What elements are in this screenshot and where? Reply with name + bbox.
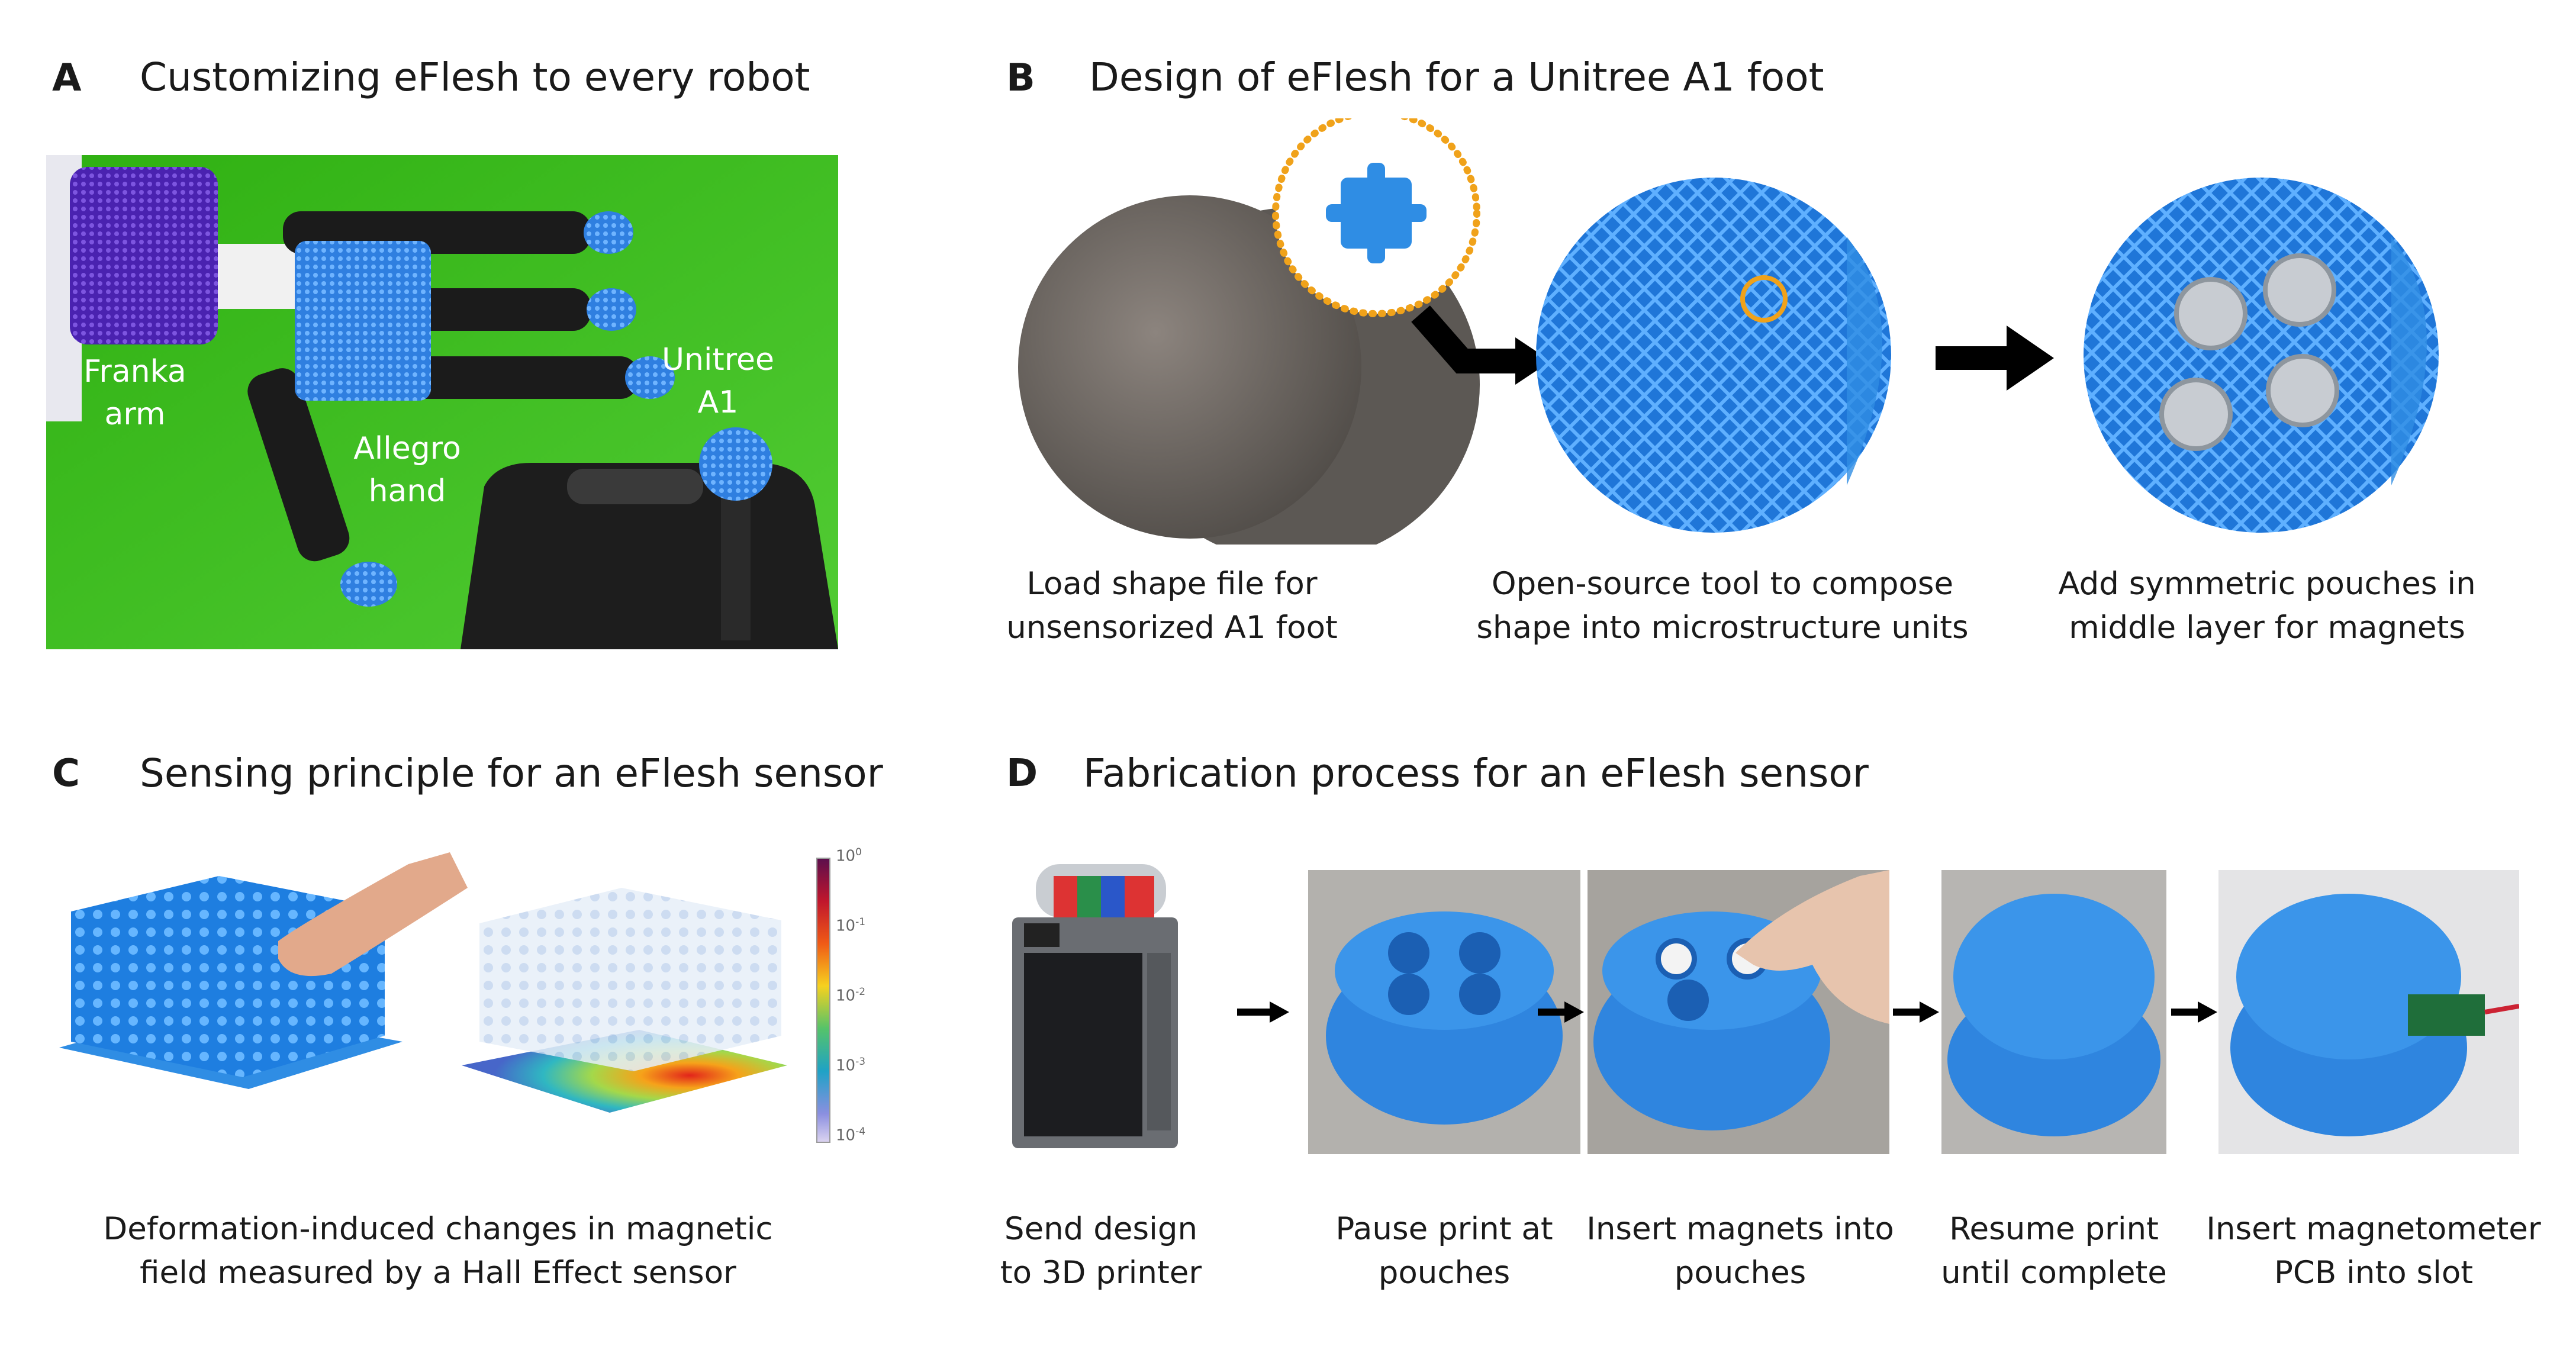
- 3d-printer-illustration: [1012, 864, 1178, 1148]
- grey-foot-shape: [1018, 195, 1361, 539]
- panel-d-title: Fabrication process for an eFlesh sensor: [1083, 750, 1869, 796]
- panel-b-letter: B: [1006, 56, 1035, 100]
- sensing-principle-illustration: [59, 852, 830, 1143]
- panel-b-title: Design of eFlesh for a Unitree A1 foot: [1089, 54, 1824, 100]
- lattice-foot: [1536, 178, 1891, 533]
- orange-highlight-circle: [1740, 275, 1788, 323]
- colorbar-ticks: 100 10-1 10-2 10-3 10-4: [836, 846, 866, 1145]
- panel-a-letter: A: [52, 56, 82, 100]
- panel-c-letter: C: [52, 752, 80, 795]
- photo-resumed-print: [1941, 870, 2166, 1154]
- arrow-2: [1538, 1001, 1584, 1023]
- arrow-3: [1893, 1001, 1939, 1023]
- design-pipeline-illustration: [1018, 118, 2439, 545]
- panel-a-title: Customizing eFlesh to every robot: [140, 54, 810, 100]
- photo-paused-print: [1308, 870, 1580, 1154]
- arrow-1: [1237, 1001, 1289, 1023]
- colorbar: [816, 858, 830, 1143]
- purple-sleeve: [70, 167, 218, 344]
- a1-foot-blue: [699, 427, 772, 501]
- lattice-foot-with-pouches: [2084, 178, 2439, 533]
- photo-insert-magnets: [1588, 870, 1889, 1154]
- robot-hand-illustration: [46, 155, 838, 649]
- arrow-4: [2171, 1001, 2217, 1023]
- panel-d-letter: D: [1006, 752, 1038, 795]
- panel-c-title: Sensing principle for an eFlesh sensor: [140, 750, 883, 796]
- photo-magnetometer-pcb: [2218, 870, 2519, 1154]
